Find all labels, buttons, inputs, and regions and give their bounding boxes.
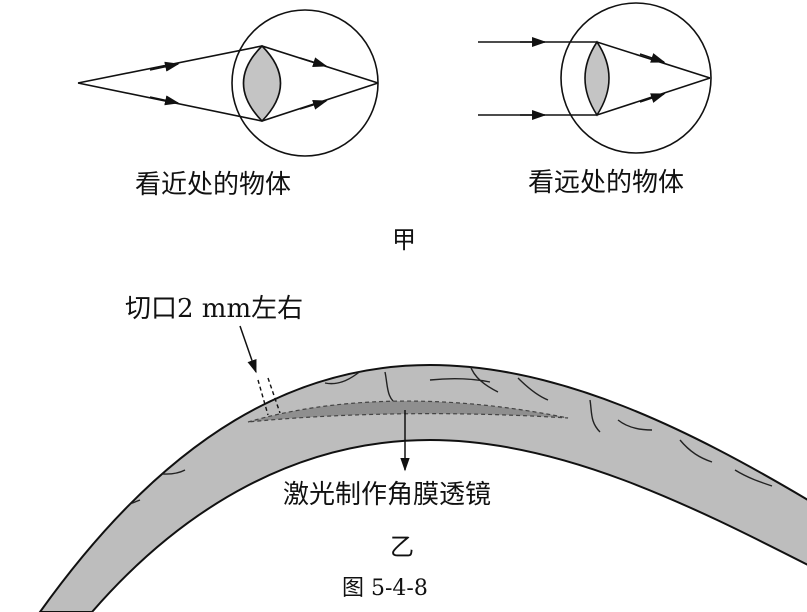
cornea-crack-1 [171, 399, 181, 447]
incision-mark-1 [257, 379, 269, 416]
cornea-crack-13 [734, 469, 773, 487]
panel-a-label: 甲 [392, 226, 416, 254]
near-arrow-4 [299, 99, 328, 110]
cornea-crack-7 [429, 377, 491, 383]
incision-label: 切口2 mm左右 [125, 294, 304, 324]
incision-mark-2 [267, 377, 281, 414]
cornea-band [38, 363, 807, 612]
figure-caption: 图 5-4-8 [342, 576, 428, 601]
far-eye-drawing [478, 2, 712, 154]
far-arrow-4 [639, 93, 666, 103]
near-ray-lower [77, 82, 379, 122]
cornea-crack-11 [617, 419, 653, 431]
cornea-crack-10 [589, 399, 601, 433]
corneal-lenticule [247, 400, 569, 423]
far-ray-lower [478, 77, 711, 116]
panel-b-label: 乙 [390, 533, 414, 561]
near-arrow-2 [149, 95, 180, 106]
near-arrow-3 [299, 57, 328, 68]
cornea-drawing [38, 325, 807, 612]
cornea-crack-8 [469, 365, 499, 393]
far-object-label: 看远处的物体 [528, 168, 685, 198]
cornea-crack-12 [679, 439, 713, 463]
far-eye-lens [584, 40, 610, 117]
far-ray-upper [478, 41, 711, 79]
far-eyeball [560, 2, 712, 154]
near-arrow-1 [149, 61, 180, 72]
cornea-crack-9 [517, 377, 549, 401]
cornea-crack-5 [324, 369, 363, 385]
near-eye-drawing [77, 9, 379, 157]
near-object-label: 看近处的物体 [135, 170, 292, 200]
near-eye-lens [242, 44, 282, 123]
lenticule-label: 激光制作角膜透镜 [283, 480, 492, 510]
far-arrow-3 [639, 53, 666, 63]
incision-leader-arrow [239, 325, 257, 374]
near-ray-upper [77, 45, 379, 84]
